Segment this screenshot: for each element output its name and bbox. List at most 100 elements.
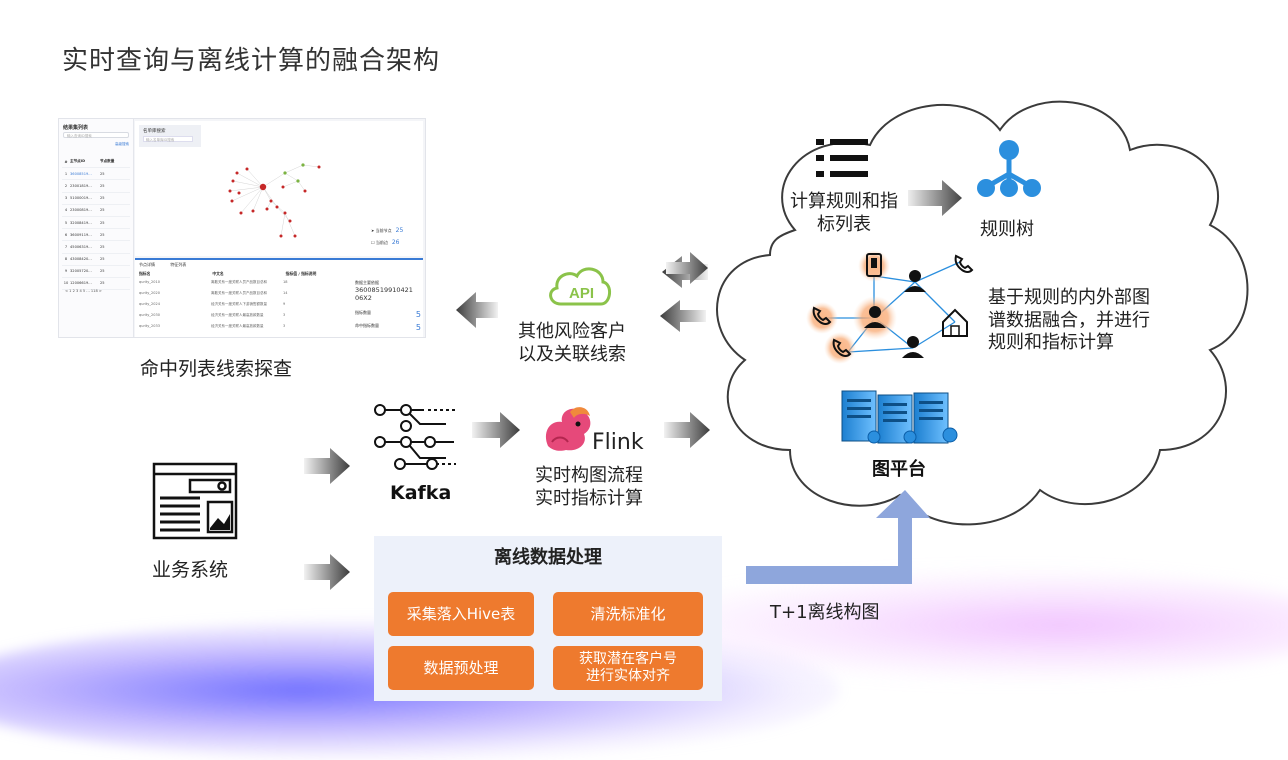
table-cell: 经济关系一度关联人下游销售额数量 <box>211 302 267 306</box>
table-cell: 43008420... <box>70 257 92 262</box>
table-cell: 25 <box>100 244 105 249</box>
graph-search-box: 名单库搜索 输入名单库ID搜索 <box>139 125 201 147</box>
table-cell: 2 <box>64 183 68 188</box>
entity-alignment-button: 获取潜在客户号 进行实体对齐 <box>553 646 703 690</box>
table-cell: qurity_2024 <box>139 302 160 306</box>
table-cell: 25 <box>100 269 105 274</box>
table-cell: 25 <box>100 196 105 201</box>
table-cell: 32005720... <box>70 269 92 274</box>
t1-label: T+1离线构图 <box>770 602 880 623</box>
table-cell: 6 <box>64 232 68 237</box>
graph-search-input[interactable]: 输入名单库ID搜索 <box>143 136 193 142</box>
summary-value-3: 5 <box>415 323 421 332</box>
table-row: qurity_2033 经济关系一度关联人最高放款数量 3 <box>139 324 303 329</box>
col-cn-name: 中文名 <box>212 271 224 276</box>
table-cell: 12006619... <box>70 281 92 286</box>
table-cell: 25 <box>100 257 105 262</box>
advanced-search-link[interactable]: 高级搜索 <box>115 142 129 146</box>
sidebar-table-header: # 主节点ID 节点数量 <box>62 156 130 169</box>
summary-label-2: 指标数量 <box>355 310 371 315</box>
flink-desc: 实时构图流程 实时指标计算 <box>535 465 643 510</box>
sidebar-title: 结果集列表 <box>63 125 89 131</box>
api-desc: 其他风险客户 以及关联线索 <box>518 321 626 366</box>
summary-value-1: 36008519910421 06X2 <box>355 286 413 302</box>
api-text: API <box>569 285 594 302</box>
arrow-business-to-offline <box>304 554 350 590</box>
rules-list-label: 计算规则和指 标列表 <box>790 191 898 236</box>
table-cell: 离散关系一度关联人员产品数目总和 <box>211 280 267 284</box>
table-cell: 25 <box>100 171 105 176</box>
legend-edges-label: 当前边 <box>375 240 388 245</box>
table-cell: 离散关系一度关联人员产品数目总和 <box>211 291 267 295</box>
arrow-rules-to-tree <box>908 180 962 216</box>
page-title: 实时查询与离线计算的融合架构 <box>62 46 441 76</box>
table-cell: 18 <box>283 280 288 284</box>
legend-edges-value: 26 <box>391 239 400 246</box>
table-cell: qurity_2033 <box>139 324 160 328</box>
business-system-icon <box>152 462 238 540</box>
summary-value-2: 5 <box>415 310 421 319</box>
business-label: 业务系统 <box>152 559 229 581</box>
graph-platform-label: 图平台 <box>872 459 926 480</box>
table-cell: 32008419... <box>70 220 92 225</box>
detail-table-header: 指标名 中文名 指标值 / 指标说明 <box>139 271 316 277</box>
table-cell: qurity_2010 <box>139 280 160 284</box>
hive-ingest-button: 采集落入Hive表 <box>388 592 534 636</box>
arrow-kafka-to-flink <box>472 412 520 448</box>
col-metric: 指标名 <box>139 271 151 276</box>
legend-nodes-value: 25 <box>395 227 404 234</box>
arrow-api-to-hitlist <box>456 292 498 328</box>
rule-tree-icon <box>977 140 1041 197</box>
table-cell: 36009119... <box>70 232 92 237</box>
kafka-icon <box>374 404 456 470</box>
table-cell: 23000819... <box>70 208 92 213</box>
summary-label-1: 数据主要依据 <box>355 280 379 285</box>
table-cell: 51000019... <box>70 196 92 201</box>
table-cell: 25 <box>100 232 105 237</box>
table-cell: 经济关系一度关联人最高放款数量 <box>211 324 264 328</box>
table-cell: 9 <box>64 269 68 274</box>
tab-node-detail[interactable]: 节点详情 <box>139 262 155 267</box>
table-cell: 9 <box>283 302 286 306</box>
tab-feature-list[interactable]: 特征列表 <box>170 262 187 267</box>
detail-tabs: 节点详情 特征列表 <box>139 262 186 268</box>
table-cell: 3 <box>283 313 286 317</box>
col-index: # <box>64 159 68 164</box>
table-cell: 8 <box>64 257 68 262</box>
pagination[interactable]: < 1 2 3 4 5 ... 118 > <box>65 289 102 293</box>
fusion-label: 基于规则的内外部图 谱数据融合，并进行 规则和指标计算 <box>988 287 1150 353</box>
graph-search-label: 名单库搜索 <box>143 129 166 134</box>
table-cell: 3 <box>64 196 68 201</box>
table-cell: 14 <box>283 291 288 295</box>
sidebar-search-input[interactable]: 输入查询ID搜索 <box>63 132 129 138</box>
rule-tree-label: 规则树 <box>980 219 1034 240</box>
offline-processing-box: 离线数据处理 采集落入Hive表 清洗标准化 数据预处理 获取潜在客户号 进行实… <box>374 536 722 701</box>
table-cell: 36008519... <box>70 171 92 176</box>
table-row: qurity_2024 经济关系一度关联人下游销售额数量 9 <box>139 302 303 307</box>
flink-label: Flink <box>592 430 644 455</box>
table-cell: qurity_2030 <box>139 313 160 317</box>
flink-squirrel-icon <box>545 407 591 451</box>
graph-canvas[interactable]: 名单库搜索 输入名单库ID搜索 <box>135 121 423 256</box>
table-cell: 1 <box>64 171 68 176</box>
arrow-business-to-kafka <box>304 448 350 484</box>
col-value: 指标值 / 指标说明 <box>285 271 317 276</box>
hit-list-label: 命中列表线索探查 <box>140 358 293 380</box>
table-cell: 3 <box>283 324 286 328</box>
kafka-label: Kafka <box>390 482 452 504</box>
server-icon <box>841 390 958 444</box>
